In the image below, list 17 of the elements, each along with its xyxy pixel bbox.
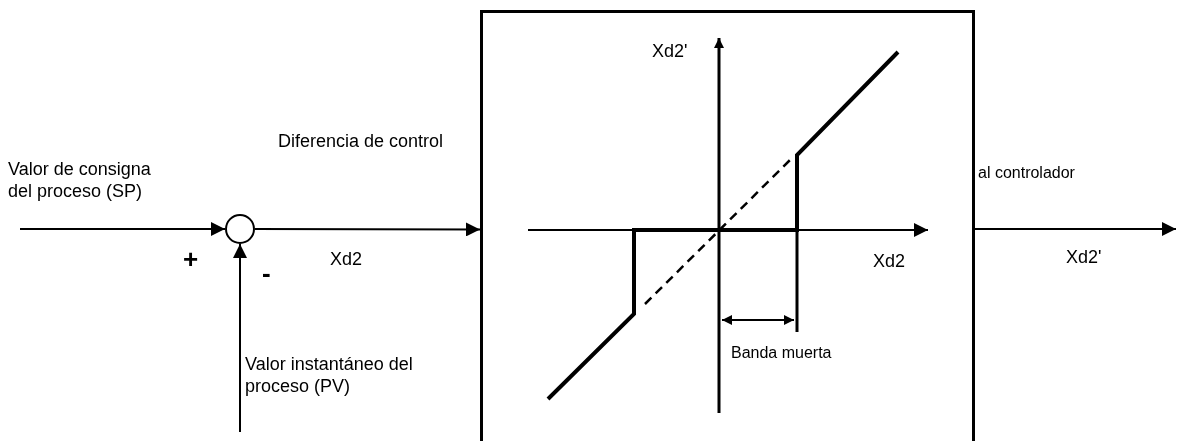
arrow [974,222,1177,236]
edge-label: Valor de consigna del proceso (SP) [8,158,152,202]
signal-label: Xd2' [1066,246,1102,268]
arrow [233,243,247,433]
edge-label: al controlador [978,163,1076,183]
axis-label: Xd2' [652,40,688,62]
function-block [480,10,975,441]
minus-sign: - [262,262,271,284]
summing-junction [225,214,255,244]
edge-label: Diferencia de control [278,130,445,152]
dimension-label: Banda muerta [731,343,832,363]
edge-label: Valor instantáneo del proceso (PV) [245,353,414,397]
axis-label: Xd2 [873,250,906,272]
arrow [254,222,481,237]
arrow [19,222,226,236]
signal-label: Xd2 [330,248,363,270]
plus-sign: + [183,248,199,270]
